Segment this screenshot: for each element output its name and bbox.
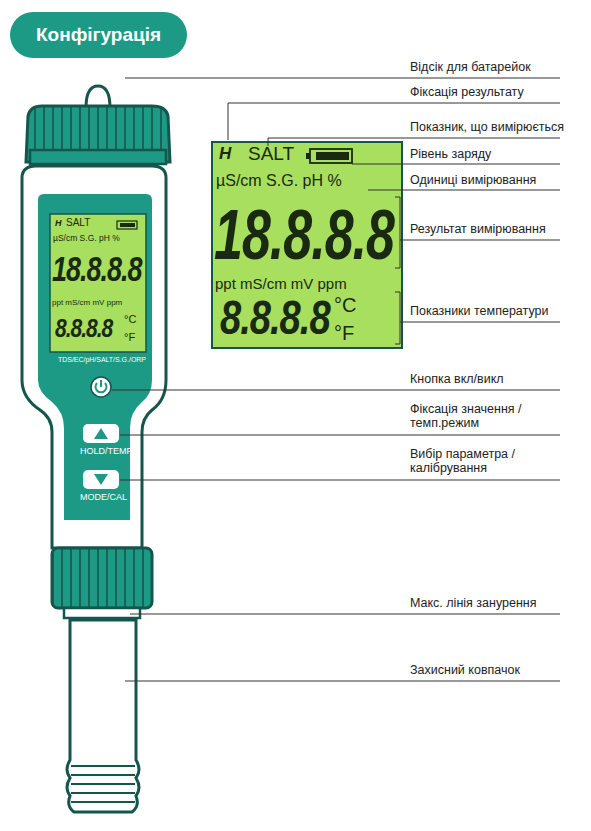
callout-label: Кнопка вкл/викл	[410, 372, 504, 386]
lcd-text: °C	[334, 294, 356, 317]
lcd-digits: 8.8.8.8	[55, 313, 112, 343]
protective-cap	[67, 620, 139, 812]
callout-label: Показники температури	[410, 304, 548, 318]
button-label: HOLD/TEMP	[80, 446, 133, 456]
callout-label: Вибір параметра / калібрування	[410, 447, 560, 476]
leader-lines	[112, 78, 560, 681]
lcd-text: °C	[124, 313, 136, 326]
callout-label: Фіксація значення / темп.режим	[410, 402, 560, 431]
lcd-units: ppt mS/cm mV ppm	[52, 298, 122, 307]
callout-label: Рівень заряду	[410, 147, 491, 161]
callout-label: Фіксація результату	[410, 85, 524, 99]
meter-body	[22, 166, 166, 548]
large-lcd	[212, 142, 402, 348]
mode-button	[83, 470, 119, 489]
device-label: TDS/EC/pH/SALT/S.G./ORP	[58, 356, 146, 364]
title: Конфігурація	[36, 24, 161, 46]
lcd-digits: 8.8.8.8	[220, 290, 330, 345]
lcd-units: µS/cm S.G. pH %	[53, 234, 120, 244]
button-label: MODE/CAL	[80, 492, 127, 502]
collar	[52, 548, 152, 608]
callout-label: Макс. лінія занурення	[410, 596, 536, 610]
front-panel	[38, 194, 152, 520]
hold-indicator: H	[55, 218, 61, 228]
lcd-digits: 18.8.8.8	[214, 196, 394, 277]
callout-label: Результат вимірювання	[410, 222, 546, 236]
power-button	[91, 377, 111, 397]
callout-label: Захисний ковпачок	[410, 663, 520, 677]
lcd-units: µS/cm S.G. pH %	[216, 172, 342, 190]
small-lcd	[50, 214, 146, 352]
callout-label: Показник, що вимірюється	[410, 120, 564, 134]
callout-label: Одиниці вимірювання	[410, 173, 536, 187]
lcd-text: SALT	[66, 217, 90, 229]
lcd-text: °F	[334, 322, 354, 345]
hold-button	[83, 424, 119, 443]
title-band: Конфігурація	[10, 12, 187, 58]
lcd-text: SALT	[248, 143, 294, 165]
lcd-units: ppt mS/cm mV ppm	[215, 275, 347, 292]
lcd-digits: 18.8.8.8	[52, 250, 142, 290]
hold-indicator: H	[219, 144, 230, 164]
callout-label: Відсік для батарейок	[410, 60, 531, 74]
lcd-text: °F	[124, 331, 135, 344]
